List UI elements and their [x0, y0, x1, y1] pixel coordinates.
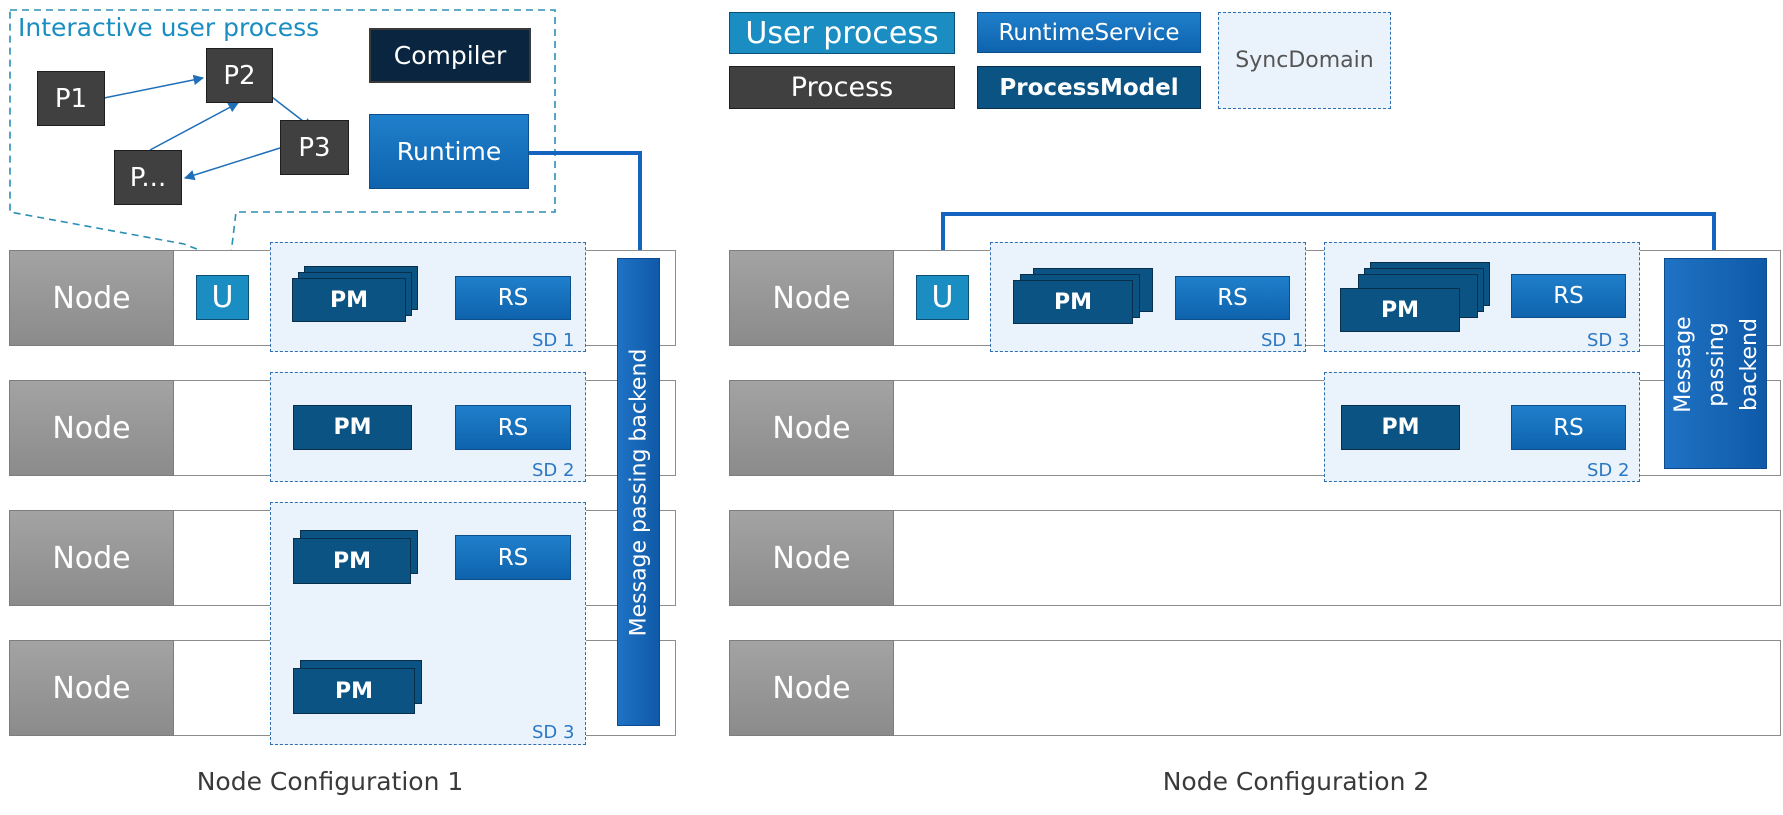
config1-backend-label: Message passing backend: [626, 348, 651, 637]
legend-process: Process: [729, 66, 955, 109]
interactive-process-title: Interactive user process: [18, 13, 320, 42]
config1-runtime-service: RS: [455, 535, 571, 580]
config1-process-model: PM: [293, 668, 415, 714]
config2-runtime-service: RS: [1511, 274, 1626, 318]
config1-caption: Node Configuration 1: [196, 766, 464, 796]
backend-line: Message: [1670, 315, 1696, 413]
config2-node-label: Node: [729, 250, 894, 346]
config1-node-label: Node: [9, 250, 174, 346]
config2-sd-label: SD 2: [1587, 460, 1630, 481]
runtime-box: Runtime: [369, 114, 529, 189]
config1-process-model: PM: [293, 538, 411, 584]
backend-line: backend: [1736, 317, 1762, 411]
legend-sync-domain: SyncDomain: [1218, 12, 1391, 109]
config2-node-row-4: [729, 640, 1781, 736]
arrow-pn-p2: [149, 102, 239, 151]
config2-process-model: PM: [1341, 405, 1460, 450]
legend-process-model: ProcessModel: [977, 66, 1201, 109]
process-p2: P2: [206, 48, 273, 103]
config1-sd-label: SD 3: [532, 722, 575, 743]
config2-sd-label: SD 3: [1587, 330, 1630, 351]
arrow-p1-p2: [103, 74, 205, 99]
config2-process-model: PM: [1013, 280, 1133, 324]
config1-sd-label: SD 2: [532, 460, 575, 481]
config2-runtime-service: RS: [1175, 276, 1290, 320]
user-link-config2: [941, 212, 1716, 275]
config1-node-label: Node: [9, 640, 174, 736]
config1-runtime-service: RS: [455, 276, 571, 320]
config2-node-label: Node: [729, 640, 894, 736]
config2-node-row-3: [729, 510, 1781, 606]
config1-node-label: Node: [9, 380, 174, 476]
process-p1: P1: [37, 71, 105, 126]
config1-user-process: U: [196, 275, 249, 320]
legend-runtime-service: RuntimeService: [977, 12, 1201, 53]
config2-user-process: U: [916, 275, 969, 320]
config1-message-passing-backend: Message passing backend: [617, 258, 660, 726]
config2-caption: Node Configuration 2: [1162, 766, 1430, 796]
backend-line: passing: [1703, 321, 1729, 407]
process-p3: P3: [280, 120, 349, 175]
config1-runtime-service: RS: [455, 405, 571, 450]
config1-node-label: Node: [9, 510, 174, 606]
config2-sd-label: SD 1: [1261, 330, 1304, 351]
config2-backend-label: Message passing backend: [1665, 259, 1768, 470]
interactive-callout-outline: [9, 9, 556, 264]
config1-process-model: PM: [292, 278, 406, 322]
arrow-p3-pn: [183, 147, 281, 181]
legend-user-process: User process: [729, 12, 955, 54]
compiler-box: Compiler: [369, 28, 531, 83]
config2-runtime-service: RS: [1511, 405, 1626, 450]
config2-node-label: Node: [729, 380, 894, 476]
process-pn: P...: [114, 150, 182, 205]
config1-sd-label: SD 1: [532, 330, 575, 351]
config1-process-model: PM: [293, 405, 412, 450]
config2-node-label: Node: [729, 510, 894, 606]
runtime-link: [528, 151, 642, 262]
config2-message-passing-backend: Message passing backend: [1664, 258, 1767, 469]
config2-process-model: PM: [1340, 288, 1460, 332]
